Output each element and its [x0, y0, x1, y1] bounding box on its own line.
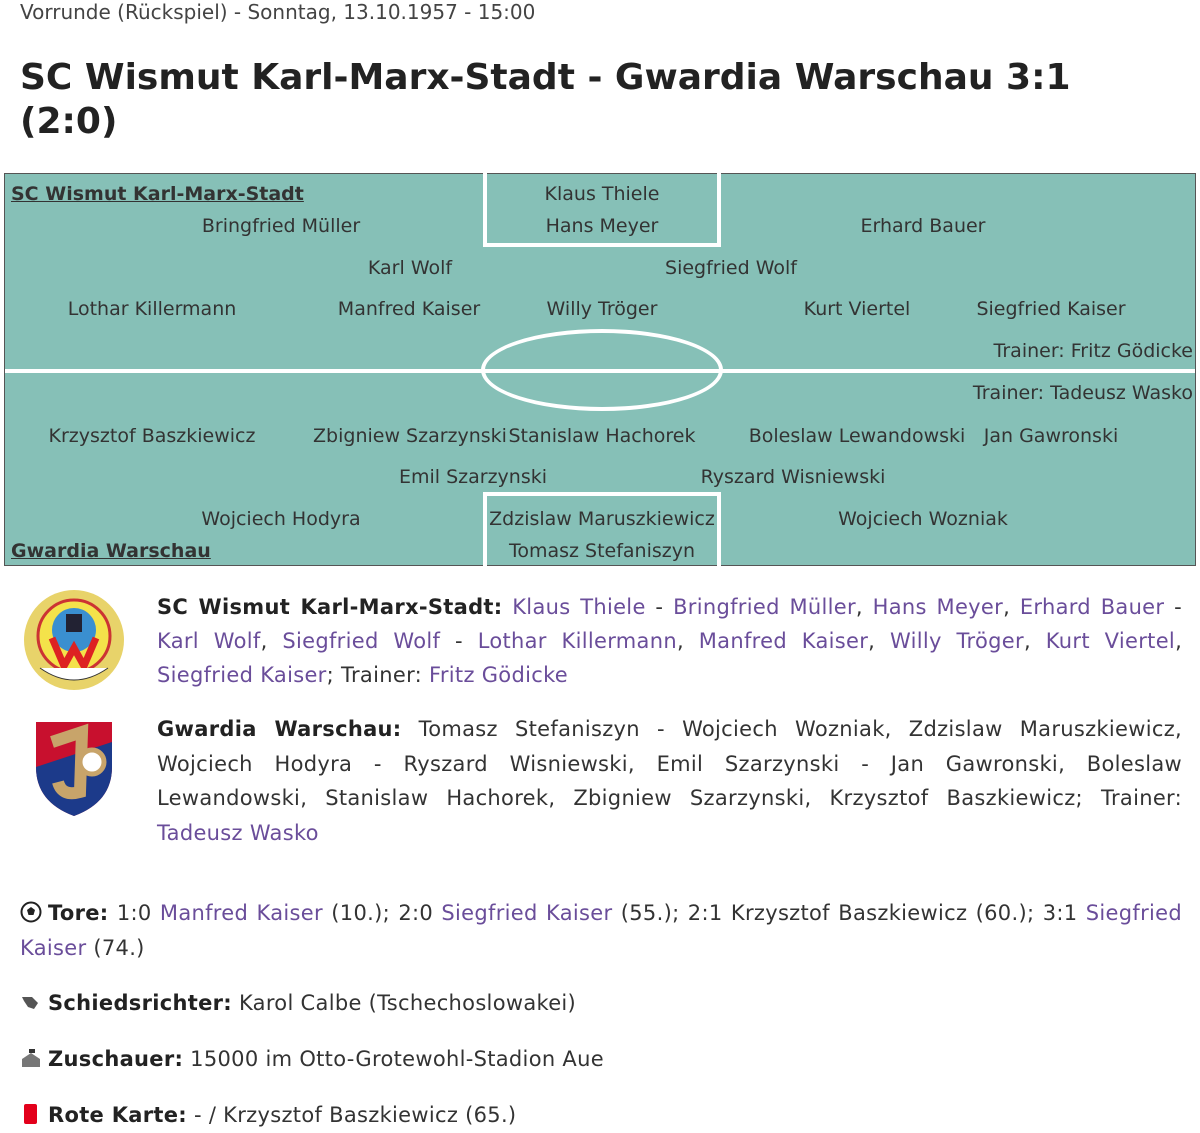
text: ; Trainer: — [326, 663, 429, 687]
home-player[interactable]: Bringfried Müller — [201, 215, 361, 237]
stadium-icon — [22, 1049, 40, 1067]
text: , — [260, 629, 283, 653]
player-link[interactable]: Hans Meyer — [872, 595, 1004, 619]
home-player[interactable]: Klaus Thiele — [544, 183, 660, 205]
text: , — [868, 629, 890, 653]
section-label: SC Wismut Karl-Marx-Stadt: — [157, 595, 503, 619]
home-player[interactable]: Erhard Bauer — [860, 215, 986, 237]
player-link[interactable]: Tadeusz Wasko — [157, 820, 319, 845]
top-penalty-box — [483, 173, 721, 247]
text: Tomasz Stefaniszyn - Wojciech Wozniak, Z… — [157, 717, 1182, 810]
player-link[interactable]: Kurt Viertel — [1045, 629, 1176, 653]
text: 1:0 — [108, 901, 160, 925]
page-title: SC Wismut Karl-Marx-Stadt - Gwardia Wars… — [20, 57, 1071, 142]
home-trainer[interactable]: Trainer: Fritz Gödicke — [993, 340, 1193, 362]
player-link[interactable]: Lothar Killermann — [477, 629, 677, 653]
player-link[interactable]: Klaus Thiele — [512, 595, 646, 619]
text: , — [676, 629, 699, 653]
player-link[interactable]: Fritz Gödicke — [428, 663, 568, 687]
whistle-icon — [22, 997, 38, 1009]
soccer-ball-icon — [20, 901, 42, 923]
away-trainer[interactable]: Trainer: Tadeusz Wasko — [972, 382, 1193, 404]
text: - — [1164, 595, 1182, 619]
away-player[interactable]: Zbigniew Szarzynski — [313, 425, 507, 447]
away-lineup: Gwardia Warschau: Tomasz Stefaniszyn - W… — [157, 712, 1182, 850]
away-player[interactable]: Ryszard Wisniewski — [700, 466, 886, 488]
away-player[interactable]: Jan Gawronski — [983, 425, 1119, 447]
away-player[interactable]: Boleslaw Lewandowski — [748, 425, 966, 447]
text: 15000 im Otto-Grotewohl-Stadion Aue — [183, 1047, 604, 1071]
away-player[interactable]: Zdzislaw Maruszkiewicz — [489, 508, 715, 530]
away-player[interactable]: Emil Szarzynski — [398, 466, 548, 488]
goals-section: Tore: 1:0 Manfred Kaiser (10.); 2:0 Sieg… — [20, 896, 1182, 966]
player-link[interactable]: Siegfried Wolf — [282, 629, 441, 653]
text: , — [1175, 629, 1183, 653]
player-link[interactable]: Siegfried Kaiser — [441, 901, 613, 925]
away-player[interactable]: Krzysztof Baszkiewicz — [48, 425, 256, 447]
text: (10.); 2:0 — [322, 901, 442, 925]
text: , — [1003, 595, 1020, 619]
away-player[interactable]: Wojciech Wozniak — [838, 508, 1008, 530]
home-player[interactable]: Karl Wolf — [367, 257, 453, 279]
section-label: Zuschauer: — [48, 1047, 184, 1071]
sc-wismut-logo — [24, 590, 124, 690]
player-link[interactable]: Manfred Kaiser — [698, 629, 869, 653]
away-team-link[interactable]: Gwardia Warschau — [11, 540, 211, 562]
section-label: Gwardia Warschau: — [157, 717, 402, 741]
away-player[interactable]: Wojciech Hodyra — [201, 508, 361, 530]
home-player[interactable]: Kurt Viertel — [803, 298, 911, 320]
section-label: Rote Karte: — [48, 1103, 187, 1127]
home-player[interactable]: Siegfried Kaiser — [976, 298, 1126, 320]
red-card-icon — [24, 1104, 37, 1124]
text: (74.) — [86, 936, 145, 960]
center-circle — [481, 329, 723, 411]
player-link[interactable]: Manfred Kaiser — [159, 901, 323, 925]
home-player[interactable]: Lothar Killermann — [67, 298, 237, 320]
home-team-link[interactable]: SC Wismut Karl-Marx-Stadt — [11, 183, 304, 205]
text: - — [440, 629, 478, 653]
home-lineup: SC Wismut Karl-Marx-Stadt: Klaus Thiele … — [157, 590, 1182, 692]
text: Karol Calbe (Tschechoslowakei) — [231, 991, 577, 1015]
text: , — [855, 595, 873, 619]
player-link[interactable]: Bringfried Müller — [673, 595, 856, 619]
gwardia-warschau-logo — [36, 722, 112, 816]
bottom-penalty-box — [483, 492, 721, 566]
text — [502, 595, 512, 619]
player-link[interactable]: Siegfried Kaiser — [20, 901, 1182, 960]
match-subtitle: Vorrunde (Rückspiel) - Sonntag, 13.10.19… — [20, 0, 536, 24]
section-label: Tore: — [48, 901, 109, 925]
text: - — [645, 595, 674, 619]
away-player[interactable]: Tomasz Stefaniszyn — [508, 540, 696, 562]
text: (55.); 2:1 Krzysztof Baszkiewicz (60.); … — [612, 901, 1086, 925]
home-player[interactable]: Siegfried Wolf — [665, 257, 797, 279]
home-player[interactable]: Manfred Kaiser — [337, 298, 481, 320]
player-link[interactable]: Erhard Bauer — [1019, 595, 1165, 619]
referee-section: Schiedsrichter: Karol Calbe (Tschechoslo… — [20, 986, 1182, 1021]
away-player[interactable]: Stanislaw Hachorek — [508, 425, 696, 447]
spectators-section: Zuschauer: 15000 im Otto-Grotewohl-Stadi… — [20, 1042, 1182, 1077]
lineup-field: SC Wismut Karl-Marx-Stadt Gwardia Warsch… — [4, 173, 1196, 566]
player-link[interactable]: Siegfried Kaiser — [157, 663, 327, 687]
text: , — [1023, 629, 1046, 653]
text: - / Krzysztof Baszkiewicz (65.) — [186, 1103, 517, 1127]
red-card-section: Rote Karte: - / Krzysztof Baszkiewicz (6… — [20, 1098, 1182, 1133]
home-player[interactable]: Willy Tröger — [546, 298, 658, 320]
section-label: Schiedsrichter: — [48, 991, 232, 1015]
home-player[interactable]: Hans Meyer — [545, 215, 659, 237]
player-link[interactable]: Karl Wolf — [157, 629, 261, 653]
player-link[interactable]: Willy Tröger — [889, 629, 1024, 653]
